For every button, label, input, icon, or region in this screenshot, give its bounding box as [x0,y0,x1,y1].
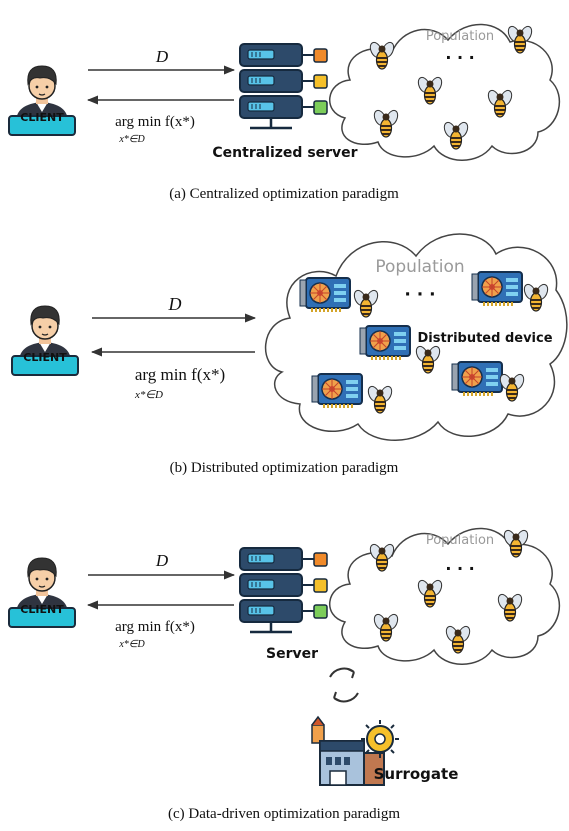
input-label: D [155,551,169,570]
panel-c: CLIENT D arg min f(x*) x*∈D Server Popul… [8,527,561,786]
population-label: Population [426,29,494,44]
factory-icon [311,715,399,786]
refresh-cycle-icon [329,667,359,703]
caption-c: (c) Data-driven optimization paradigm [168,806,400,822]
client-label: CLIENT [20,111,64,124]
population-label: Population [426,533,494,548]
gpu-card-icon [451,361,503,397]
gpu-card-icon [299,277,351,313]
input-label: D [168,294,182,314]
server-icon [238,546,329,634]
population-label: Population [375,257,464,277]
caption-b: (b) Distributed optimization paradigm [170,460,399,476]
ellipsis: · · · [404,285,435,305]
client-icon [11,305,79,376]
client-label: CLIENT [20,603,64,616]
panel-b: CLIENT D arg min f(x*) x*∈D Population ·… [11,233,568,441]
gpu-card-icon [471,271,523,307]
output-subscript: x*∈D [118,639,145,650]
population-cloud [328,527,561,665]
server-icon [238,42,329,130]
ellipsis: · · · [445,559,474,578]
gpu-card-icon [359,325,411,361]
client-label: CLIENT [23,351,67,364]
input-label: D [155,47,169,66]
gpu-card-icon [311,373,363,409]
ellipsis: · · · [445,48,474,67]
client-icon [8,557,76,628]
device-label: Distributed device [417,331,552,346]
output-label: arg min f(x*) [135,365,225,384]
surrogate-label: Surrogate [374,765,459,783]
output-subscript: x*∈D [134,389,163,401]
output-label: arg min f(x*) [115,114,195,130]
output-subscript: x*∈D [118,134,145,145]
caption-a: (a) Centralized optimization paradigm [169,186,399,202]
panel-a: CLIENT D arg min f(x*) x*∈D Centralized … [8,23,561,161]
server-label: Centralized server [212,145,357,161]
output-label: arg min f(x*) [115,619,195,635]
client-icon [8,65,76,136]
server-label: Server [266,646,318,662]
